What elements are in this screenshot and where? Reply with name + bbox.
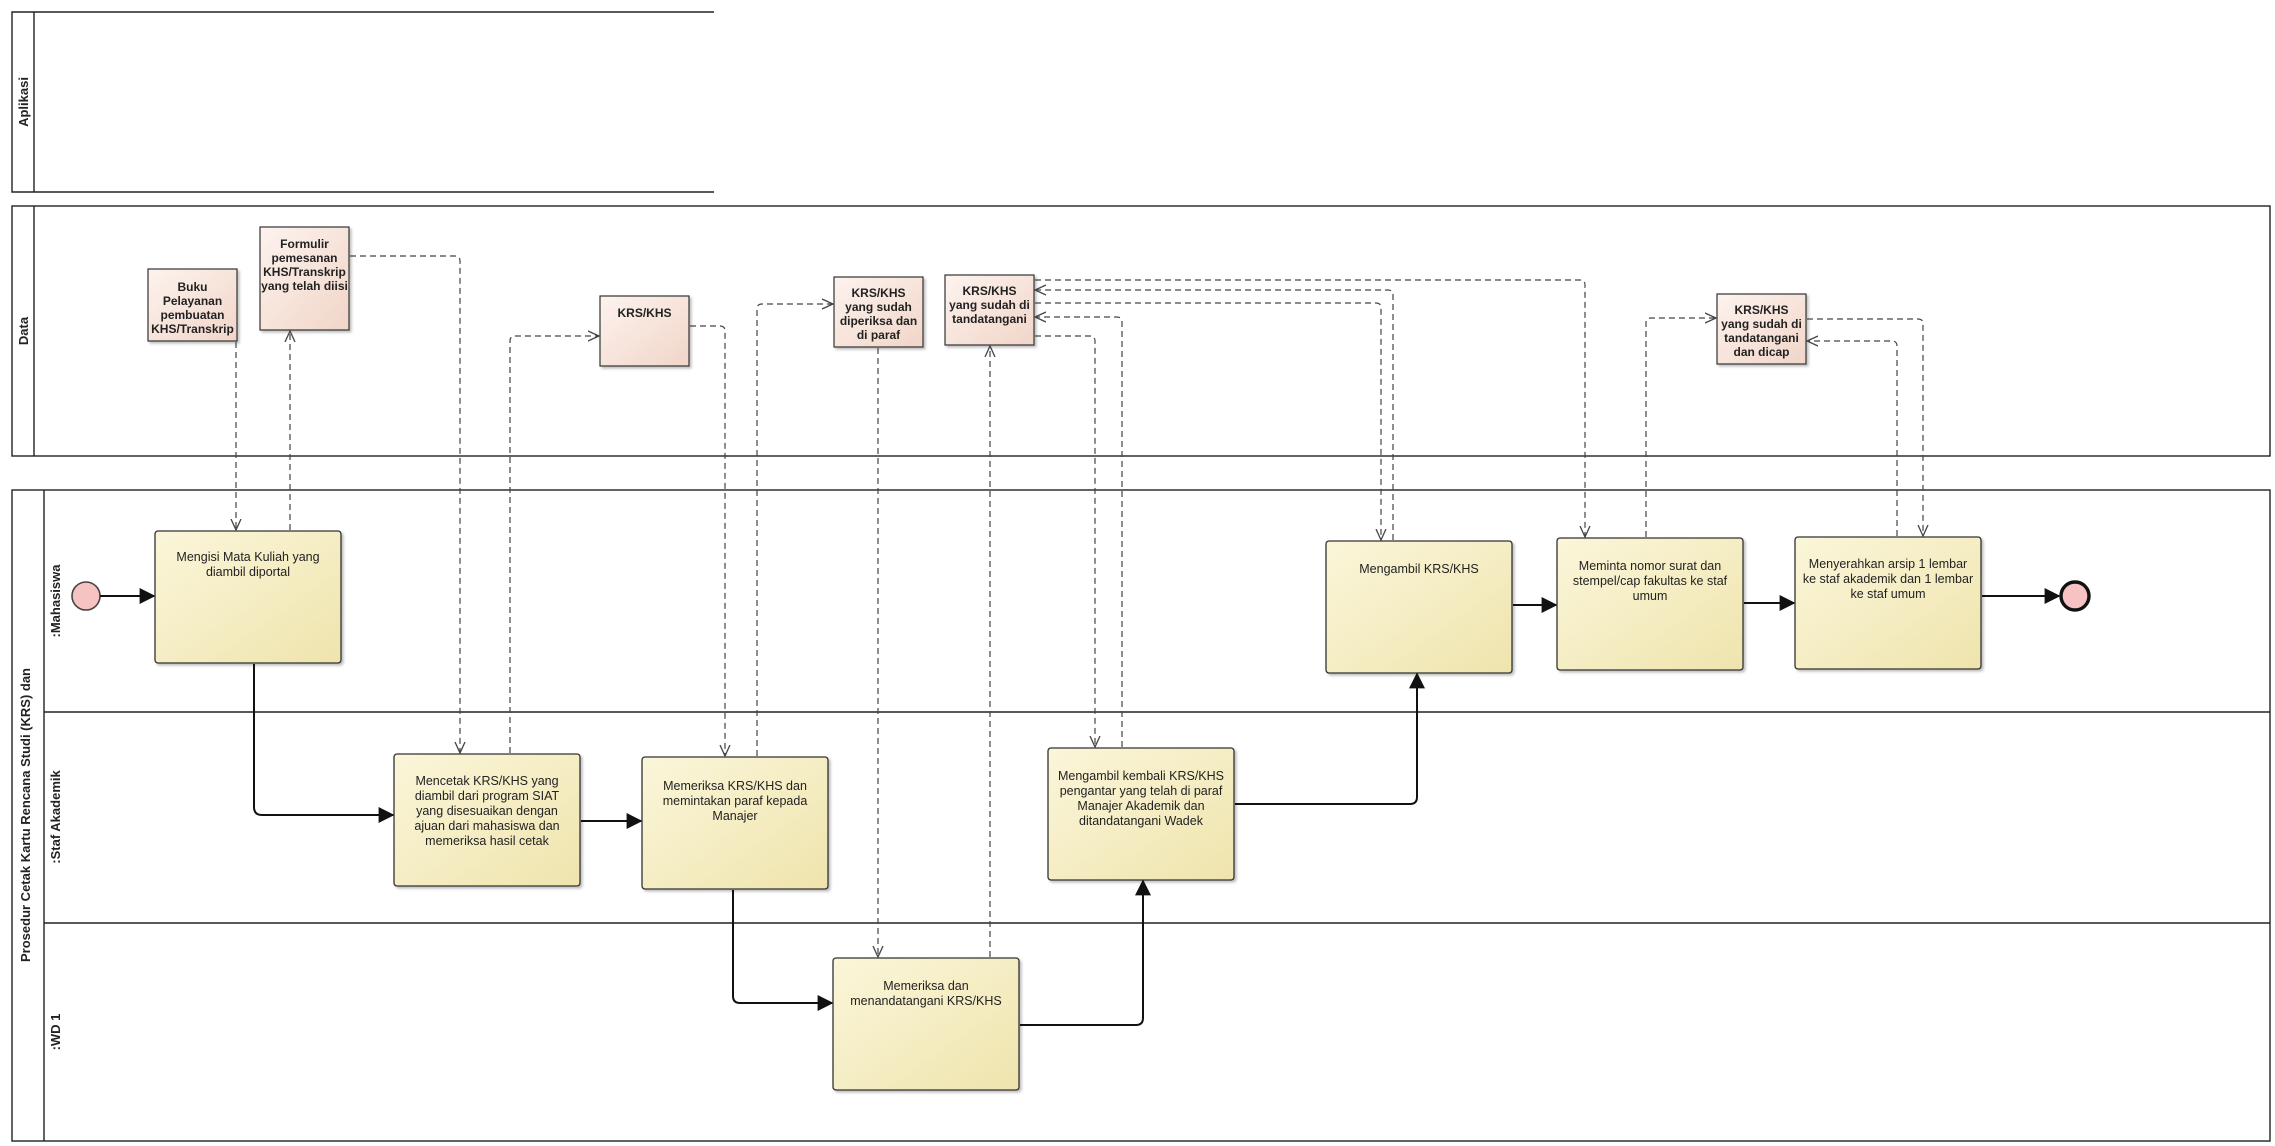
assoc-memeriksa-to-diparaf xyxy=(756,304,833,756)
data-buku-box[interactable] xyxy=(147,268,238,342)
end-event[interactable] xyxy=(2059,580,2091,612)
assoc-ditandatangani-to-meminta xyxy=(1035,279,1585,537)
data-formulir-label: Formulir pemesanan KHS/Transkrip yang te… xyxy=(261,237,348,293)
data-dicap-label: KRS/KHS yang sudah di tandatangani dan d… xyxy=(1721,303,1802,359)
task-mengisi-label: Mengisi Mata Kuliah yang diambil diporta… xyxy=(176,550,320,579)
data-associations xyxy=(236,255,1923,957)
assoc-mengambil-to-ditandatangani xyxy=(1035,290,1394,540)
task-mengambil-kembali-label: Mengambil kembali KRS/KHS pengantar yang… xyxy=(1057,769,1225,828)
task-memeriksa-label: Memeriksa KRS/KHS dan memintakan paraf k… xyxy=(662,779,808,823)
data-krs-label: KRS/KHS xyxy=(617,306,672,320)
data-formulir-box[interactable] xyxy=(259,226,350,331)
lane-wd-label: :WD 1 xyxy=(48,1014,63,1051)
start-event[interactable] xyxy=(71,581,101,611)
task-mengambil-label: Mengambil KRS/KHS xyxy=(1359,562,1479,576)
task-mencetak-label: Mencetak KRS/KHS yang diambil dari progr… xyxy=(414,774,560,848)
pool-aplikasi: Aplikasi xyxy=(11,11,714,193)
assoc-meminta-to-dicap xyxy=(1645,318,1716,537)
pool-data: Data xyxy=(11,205,2271,457)
data-ditandatangani-box[interactable] xyxy=(944,274,1035,346)
flow-menandatangani-to-mengambil-kembali xyxy=(1020,879,1151,1026)
task-meminta-nomor-label: Meminta nomor surat dan stempel/cap faku… xyxy=(1572,559,1728,603)
assoc-ditandatangani-to-mengambil-kembali xyxy=(1035,335,1095,747)
task-menandatangani-box[interactable] xyxy=(832,957,1020,1091)
flow-memeriksa-to-menandatangani xyxy=(732,890,834,1011)
assoc-dicap-to-menyerahkan xyxy=(1807,318,1923,536)
data-diparaf-label: KRS/KHS yang sudah diperiksa dan di para… xyxy=(839,286,918,342)
data-buku-label: Buku Pelayanan pembuatan KHS/Transkrip xyxy=(151,280,234,336)
task-menandatangani-label: Memeriksa dan menandatangani KRS/KHS xyxy=(850,979,1002,1008)
data-diparaf-box[interactable] xyxy=(833,276,924,348)
task-mengambil-box[interactable] xyxy=(1325,540,1513,674)
assoc-mengambil-kembali-to-ditandatangani xyxy=(1035,317,1123,747)
pool-process-label: Prosedur Cetak Kartu Rencana Studi (KRS)… xyxy=(18,668,33,962)
task-meminta-nomor-box[interactable] xyxy=(1556,537,1744,671)
assoc-mencetak-to-krs xyxy=(509,336,599,753)
assoc-formulir-to-mencetak xyxy=(350,255,460,753)
sequence-flows xyxy=(100,588,2061,1026)
assoc-krs-to-memeriksa xyxy=(690,325,725,756)
assoc-menyerahkan-to-dicap xyxy=(1807,341,1898,536)
data-ditandatangani-label: KRS/KHS yang sudah di tandatangani xyxy=(949,284,1030,326)
assoc-ditandatangani-to-mengambil xyxy=(1035,302,1381,540)
lane-staf-label: :Staf Akademik xyxy=(48,770,63,864)
pool-aplikasi-label: Aplikasi xyxy=(16,77,31,127)
lane-mahasiswa-label: :Mahasiswa xyxy=(48,564,63,638)
data-krs-box[interactable] xyxy=(599,295,690,367)
flow-mengisi-to-mencetak xyxy=(253,664,395,823)
data-dicap-box[interactable] xyxy=(1716,293,1807,365)
task-menyerahkan-label: Menyerahkan arsip 1 lembar ke staf akade… xyxy=(1802,557,1974,601)
pool-data-label: Data xyxy=(16,316,31,345)
flow-mengambil-kembali-to-mengambil xyxy=(1235,672,1425,805)
